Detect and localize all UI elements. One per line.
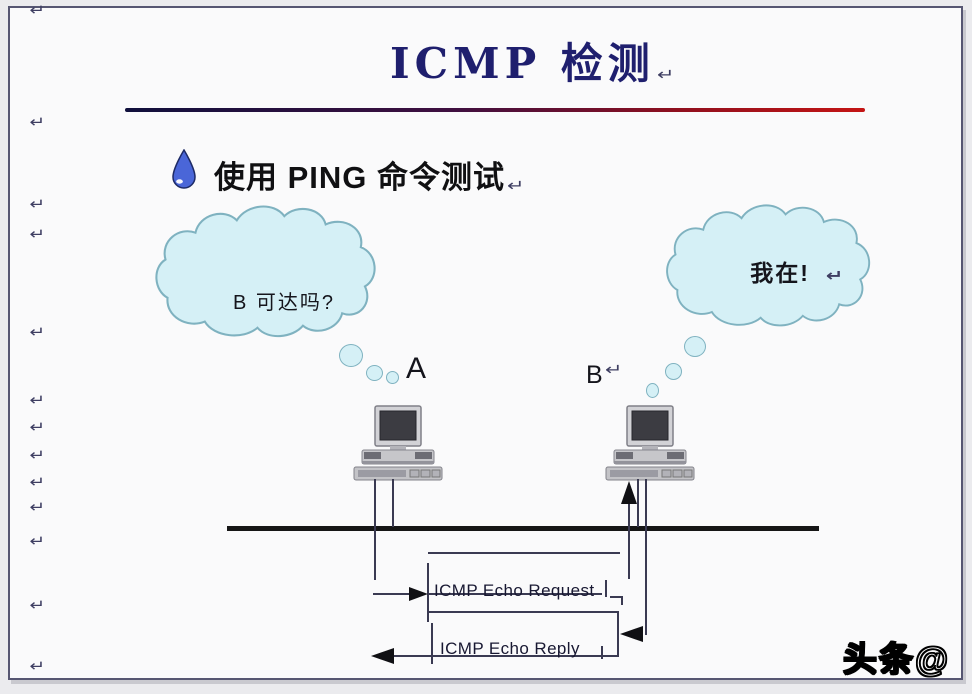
watermark-text: 头条@ (842, 640, 951, 680)
return-mark-icon: ↵ (656, 67, 675, 85)
computer-b-icon (605, 405, 695, 481)
host-b-text: B (586, 361, 603, 389)
bullet-row: 使用 PING 命令测试 ↵ (214, 152, 525, 197)
thought-cloud-right (666, 204, 871, 327)
return-mark-icon: ↵ (604, 362, 623, 379)
reply-box-top (428, 611, 619, 613)
cloud-right-label: 我在! (750, 260, 810, 286)
cloud-right-text: 我在! ↵ (732, 254, 862, 288)
return-mark-icon: ↵ (29, 2, 46, 19)
request-arrow-line (373, 593, 411, 595)
host-b-label: B ↵ (586, 361, 623, 390)
return-mark-icon: ↵ (507, 178, 525, 195)
thought-bubble (646, 383, 659, 398)
return-mark-icon: ↵ (29, 419, 46, 436)
host-a-drop-line (374, 479, 376, 580)
return-mark-icon: ↵ (29, 114, 46, 131)
host-a-bus-line (392, 479, 394, 527)
thought-bubble (665, 363, 682, 380)
return-mark-icon: ↵ (826, 268, 847, 285)
return-mark-icon: ↵ (29, 226, 46, 243)
computer-a-icon (353, 405, 443, 481)
slide-frame: ↵ ↵ ↵ ↵ ↵ ↵ ↵ ↵ ↵ ↵ ↵ ↵ ↵ ICMP 检测 ↵ 使用 P… (8, 2, 963, 680)
request-arrowhead (409, 587, 428, 601)
thought-bubble (684, 336, 706, 357)
bullet-text: 使用 PING 命令测试 (214, 160, 506, 195)
title-underline (125, 108, 865, 112)
drop-bullet-icon (172, 149, 196, 189)
request-box-top (428, 552, 620, 554)
request-up-arrowhead (621, 481, 637, 504)
thought-cloud-left (155, 205, 376, 338)
return-mark-icon: ↵ (29, 597, 46, 614)
title-row: ICMP 检测 ↵ (390, 39, 675, 88)
page-title: ICMP 检测 (390, 39, 655, 88)
return-mark-icon: ↵ (29, 474, 46, 491)
thought-bubble (366, 365, 383, 381)
thought-bubble (339, 344, 363, 367)
request-strike-line (428, 593, 602, 595)
cloud-left-text: B 可达吗? (232, 292, 336, 314)
reply-down-line (645, 479, 647, 635)
request-corner-v (621, 596, 623, 605)
return-mark-icon: ↵ (29, 658, 46, 675)
return-mark-icon: ↵ (29, 324, 46, 341)
reply-arrowhead (371, 648, 394, 664)
request-right-tick (605, 580, 607, 597)
request-up-line (628, 502, 630, 579)
return-mark-icon: ↵ (29, 196, 46, 213)
reply-label: ICMP Echo Reply (440, 639, 580, 658)
return-mark-icon: ↵ (29, 447, 46, 464)
reply-entry-arrowhead (620, 626, 643, 642)
reply-line (389, 655, 619, 657)
host-b-bus-line (637, 479, 639, 527)
network-bus-line (227, 526, 819, 531)
request-box-left-tick (427, 563, 429, 622)
return-mark-icon: ↵ (29, 499, 46, 516)
reply-box-right (617, 611, 619, 657)
thought-bubble (386, 371, 399, 384)
request-corner-h (610, 596, 623, 598)
request-label: ICMP Echo Request (434, 581, 595, 600)
host-a-label: A (406, 352, 427, 385)
return-mark-icon: ↵ (29, 392, 46, 409)
reply-box-left-tick (431, 623, 433, 664)
reply-right-tick (601, 646, 603, 659)
return-mark-icon: ↵ (29, 533, 46, 550)
